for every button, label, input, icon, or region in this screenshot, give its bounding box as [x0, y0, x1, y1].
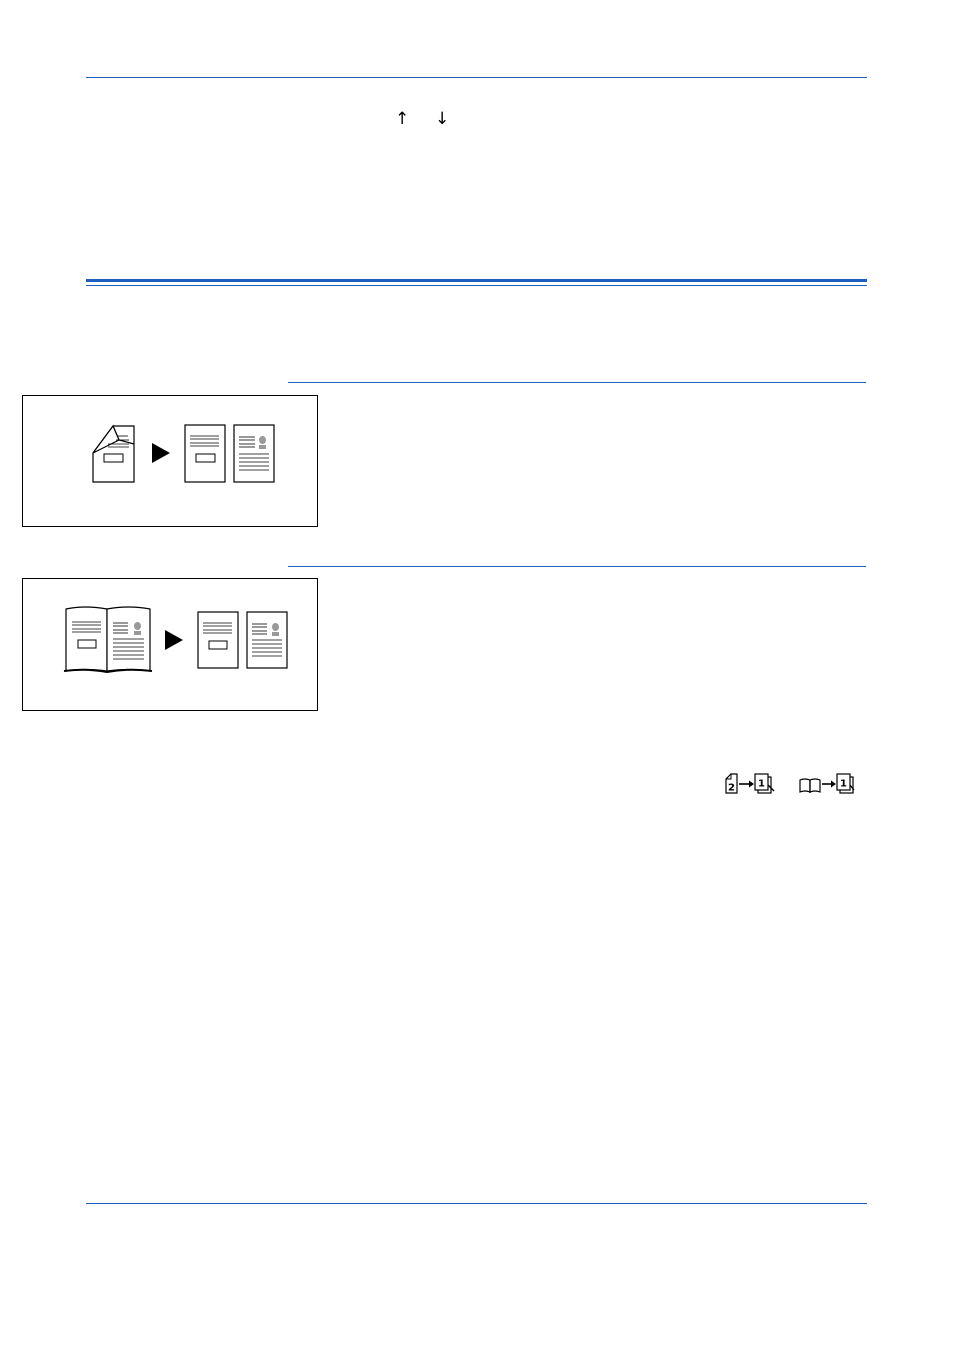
up-arrow-icon: ↑ [395, 109, 410, 129]
duplex-to-split-figure [22, 395, 318, 527]
svg-text:1: 1 [840, 779, 847, 790]
svg-text:1: 1 [758, 779, 765, 790]
section-rule-thick [86, 279, 867, 282]
subsection-rule-2 [288, 566, 866, 567]
subsection-rule-1 [288, 382, 866, 383]
duplex-to-split-icon: 2 1 [724, 773, 778, 800]
down-arrow-icon: ↓ [435, 109, 450, 129]
book-to-split-icon: 1 [799, 773, 855, 800]
book-to-split-figure [22, 578, 318, 711]
footer-rule [86, 1203, 867, 1204]
svg-text:2: 2 [728, 783, 735, 794]
section-rule-thin [86, 285, 867, 286]
two-sided-original-icon [92, 424, 275, 483]
open-book-icon [63, 606, 288, 674]
header-rule [86, 77, 867, 78]
